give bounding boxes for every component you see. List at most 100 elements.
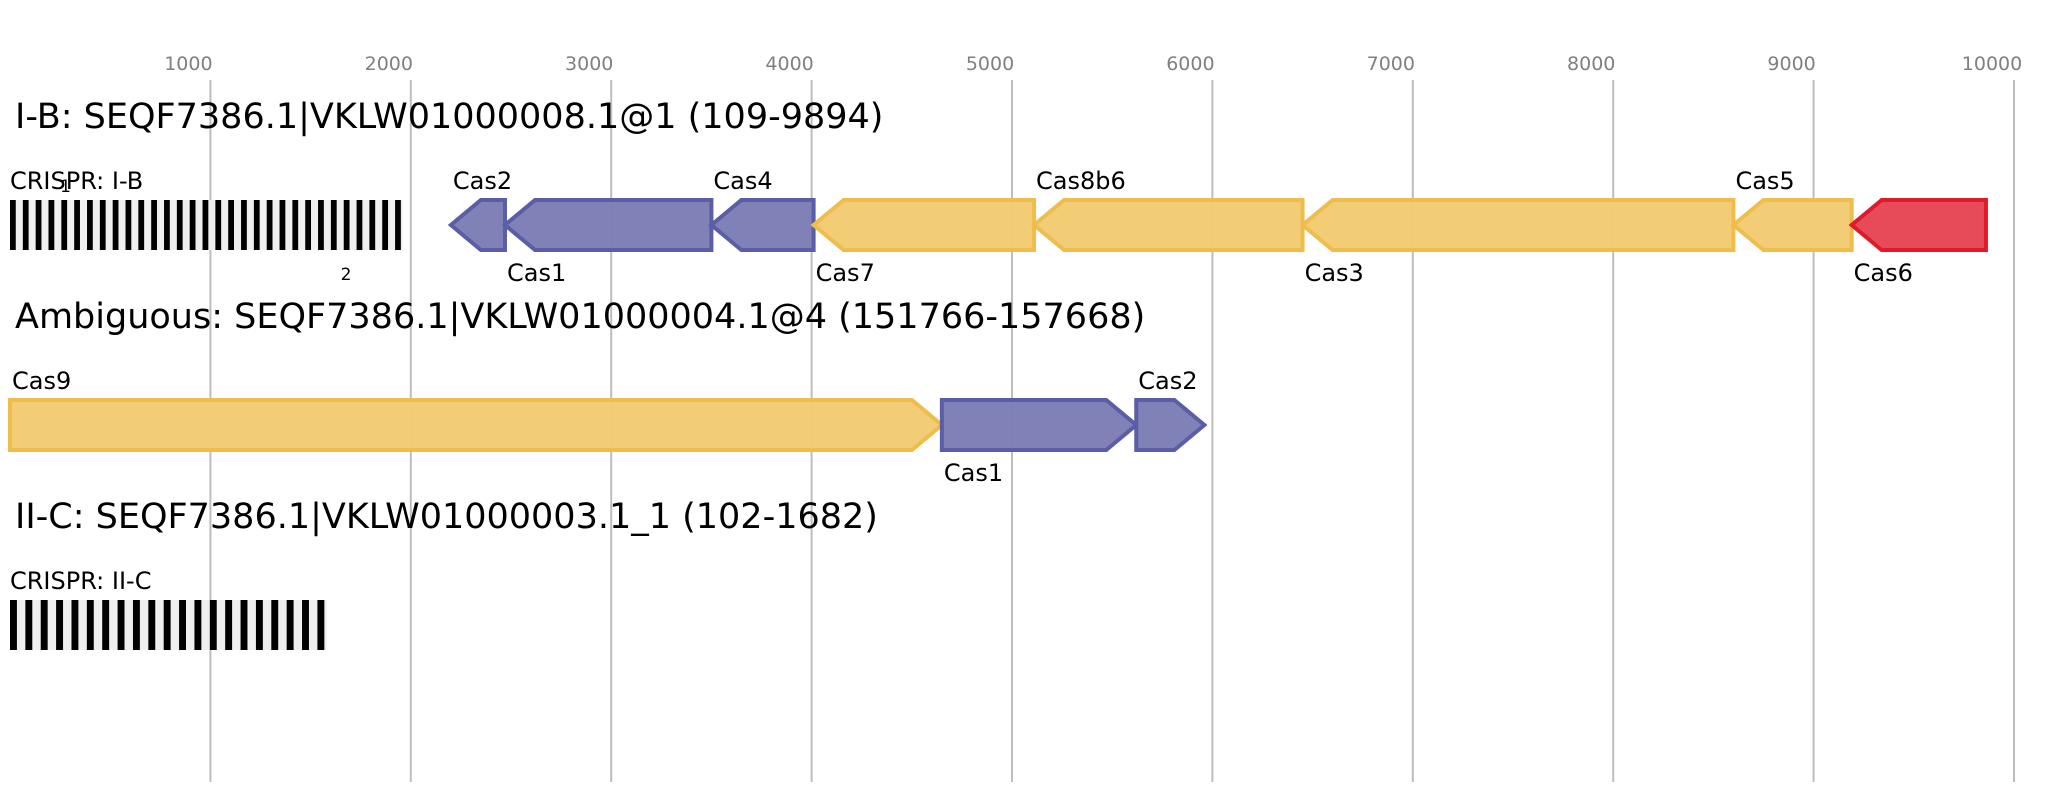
gene-label: Cas3 xyxy=(1305,259,1364,287)
crispr-repeat xyxy=(74,200,80,250)
gene-label: Cas2 xyxy=(1138,367,1197,395)
gene-label: Cas4 xyxy=(713,167,772,195)
crispr-repeat xyxy=(255,600,263,650)
axis-ticks: 1000 2000 3000 4000 5000 6000 7000 8000 9000 1000… xyxy=(164,53,2022,75)
gene-arrow[interactable] xyxy=(1848,198,1988,252)
crispr-label: CRISPR: I-B xyxy=(10,167,143,195)
gene-cas2[interactable]: Cas2 xyxy=(1134,367,1208,452)
crispr-repeat xyxy=(292,200,299,250)
crispr-repeat xyxy=(189,200,196,250)
crispr-repeat xyxy=(56,600,64,650)
crispr-repeat xyxy=(395,200,401,250)
crispr-repeat xyxy=(22,200,29,250)
gene-arrow[interactable] xyxy=(1134,398,1208,452)
crispr-repeat xyxy=(286,600,294,650)
gene-arrow[interactable] xyxy=(939,398,1140,452)
gene-label: Cas2 xyxy=(453,167,512,195)
crispr-label: CRISPR: II-C xyxy=(10,567,151,595)
gene-cas1[interactable]: Cas1 xyxy=(939,398,1140,487)
crispr-repeat xyxy=(271,600,279,650)
crispr-repeat xyxy=(163,600,171,650)
crispr-repeat xyxy=(35,200,42,250)
tick-label: 3000 xyxy=(565,53,613,75)
gene-arrow[interactable] xyxy=(447,198,507,252)
gene-cas5[interactable]: Cas5 xyxy=(1730,167,1854,252)
crispr-repeat xyxy=(317,600,325,650)
crispr-repeat xyxy=(61,200,68,250)
tick-label: 8000 xyxy=(1567,53,1615,75)
crispr-repeat xyxy=(241,200,247,250)
crispr-repeat xyxy=(369,200,376,250)
tick-label: 6000 xyxy=(1166,53,1214,75)
gene-label: Cas6 xyxy=(1854,259,1913,287)
crispr-repeat xyxy=(99,200,106,250)
crispr-repeat xyxy=(112,200,119,250)
tick-label: 1000 xyxy=(164,53,212,75)
crispr-repeat xyxy=(25,600,33,650)
loci: I-B: SEQF7386.1|VKLW01000008.1@1 (109-98… xyxy=(8,97,1988,650)
gene-cas2[interactable]: Cas2 xyxy=(447,167,512,252)
crispr-repeat xyxy=(176,200,183,250)
gene-label: Cas9 xyxy=(12,367,71,395)
crispr-repeat xyxy=(330,200,337,250)
locus-title: II-C: SEQF7386.1|VKLW01000003.1_1 (102-1… xyxy=(15,497,878,537)
gene-cas7[interactable]: Cas7 xyxy=(810,198,1037,287)
locus-track: II-C: SEQF7386.1|VKLW01000003.1_1 (102-1… xyxy=(10,497,878,650)
gene-cas9[interactable]: Cas9 xyxy=(8,367,945,452)
crispr-repeat xyxy=(86,600,94,650)
gene-arrow[interactable] xyxy=(1030,198,1305,252)
crispr-repeat xyxy=(10,600,17,650)
gene-arrow[interactable] xyxy=(1730,198,1854,252)
crispr-marker: 1 xyxy=(60,177,71,197)
gene-cas6[interactable]: Cas6 xyxy=(1848,198,1988,287)
crispr-repeat xyxy=(356,200,363,250)
gene-arrow[interactable] xyxy=(501,198,714,252)
crispr-repeat xyxy=(209,600,217,650)
crispr-repeat xyxy=(138,200,145,250)
crispr-repeat xyxy=(202,200,209,250)
tick-label: 4000 xyxy=(765,53,813,75)
gene-cas3[interactable]: Cas3 xyxy=(1299,198,1736,287)
crispr-repeat xyxy=(125,200,132,250)
crispr-repeat xyxy=(240,600,248,650)
gene-arrow[interactable] xyxy=(708,198,816,252)
crispr-repeat xyxy=(102,600,110,650)
locus-title: Ambiguous: SEQF7386.1|VKLW01000004.1@4 (… xyxy=(15,297,1145,337)
gene-label: Cas1 xyxy=(507,259,566,287)
crispr-array[interactable]: CRISPR: II-C xyxy=(10,567,327,650)
crispr-repeat xyxy=(343,200,350,250)
tick-label: 5000 xyxy=(966,53,1014,75)
gene-cas8b6[interactable]: Cas8b6 xyxy=(1030,167,1305,252)
crispr-marker: 2 xyxy=(341,265,352,285)
crispr-repeat xyxy=(228,200,234,250)
crispr-repeat xyxy=(225,600,233,650)
crispr-repeat xyxy=(148,600,156,650)
tick-label: 10000 xyxy=(1962,53,2022,75)
gene-arrow[interactable] xyxy=(810,198,1037,252)
gene-cas1[interactable]: Cas1 xyxy=(501,198,714,287)
tick-label: 2000 xyxy=(365,53,413,75)
gene-arrow[interactable] xyxy=(1299,198,1736,252)
gene-cas4[interactable]: Cas4 xyxy=(708,167,816,252)
crispr-repeat xyxy=(151,200,157,250)
crispr-repeat xyxy=(382,200,389,250)
crispr-repeat xyxy=(71,600,79,650)
crispr-repeat xyxy=(194,600,202,650)
crispr-repeat xyxy=(40,600,48,650)
crispr-repeat xyxy=(10,200,16,250)
crispr-repeat xyxy=(164,200,170,250)
crispr-repeat xyxy=(266,200,273,250)
gene-label: Cas5 xyxy=(1735,167,1794,195)
crispr-repeat xyxy=(132,600,140,650)
tick-label: 9000 xyxy=(1767,53,1815,75)
tick-label: 7000 xyxy=(1367,53,1415,75)
crispr-repeat xyxy=(179,600,186,650)
crispr-repeat xyxy=(117,600,125,650)
crispr-repeat xyxy=(302,600,309,650)
gene-arrow[interactable] xyxy=(8,398,945,452)
gene-label: Cas7 xyxy=(816,259,875,287)
locus-track: I-B: SEQF7386.1|VKLW01000008.1@1 (109-98… xyxy=(10,97,1988,287)
crispr-repeat xyxy=(48,200,55,250)
crispr-array[interactable]: CRISPR: I-B1 2 xyxy=(10,167,403,285)
